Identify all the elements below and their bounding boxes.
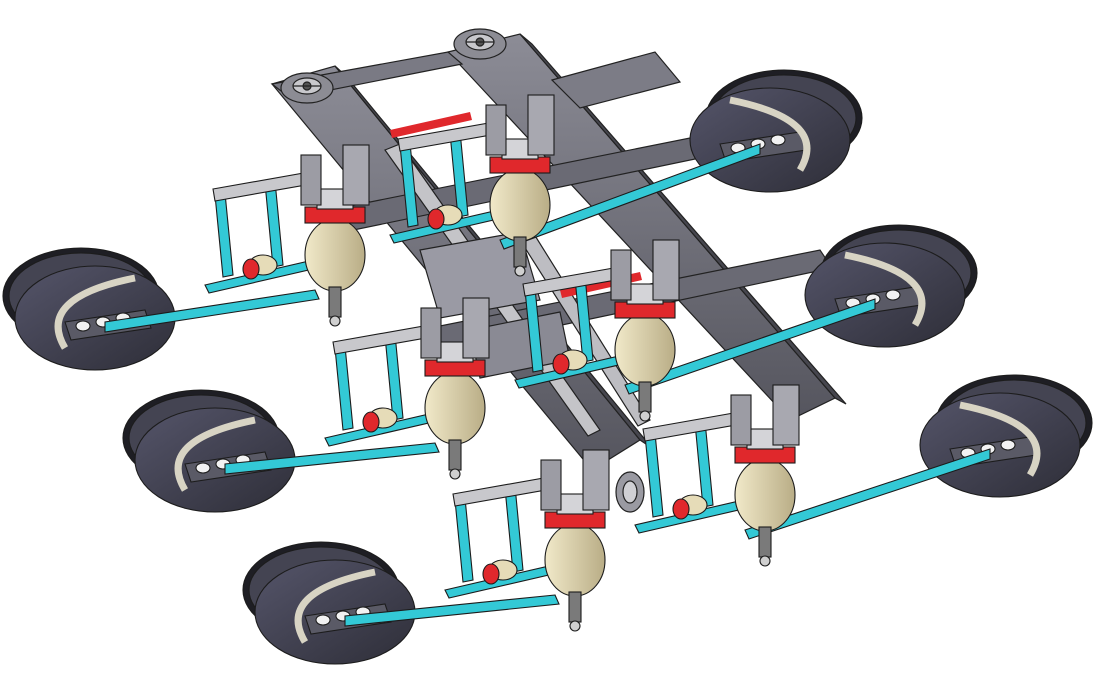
module-mid-left (122, 297, 490, 513)
module-bottom-right (634, 374, 1093, 567)
motor-gearbox (734, 428, 796, 567)
bracket-arm (224, 323, 460, 475)
red-cylinder (672, 494, 708, 520)
upright-mount (610, 239, 680, 301)
motor-gearbox (304, 188, 366, 327)
upright-mount (730, 384, 800, 446)
red-cylinder (552, 349, 588, 375)
red-cylinder (427, 204, 463, 230)
handwheel-right (453, 28, 507, 60)
handwheel-center (615, 471, 645, 513)
bracket-arm (389, 120, 761, 250)
red-cylinder (482, 559, 518, 585)
upright-mount (485, 94, 555, 156)
upright-mount (300, 144, 370, 206)
seeding-disc (2, 247, 176, 371)
motor-gearbox (544, 493, 606, 632)
seeding-disc (919, 374, 1093, 498)
row-units (2, 69, 1093, 665)
module-mid-right (514, 224, 978, 422)
red-cylinder (362, 407, 398, 433)
seeding-disc (242, 541, 416, 665)
seeding-disc (122, 389, 296, 513)
module-top-right (389, 69, 863, 277)
upright-mount (420, 297, 490, 359)
seeding-disc (804, 224, 978, 348)
module-top-left (2, 144, 370, 371)
seeding-disc (689, 69, 863, 193)
motor-gearbox (614, 283, 676, 422)
handwheel-left (280, 72, 334, 104)
module-center (242, 449, 610, 665)
motor-gearbox (424, 341, 486, 480)
red-cylinder (242, 254, 278, 280)
upright-mount (540, 449, 610, 511)
